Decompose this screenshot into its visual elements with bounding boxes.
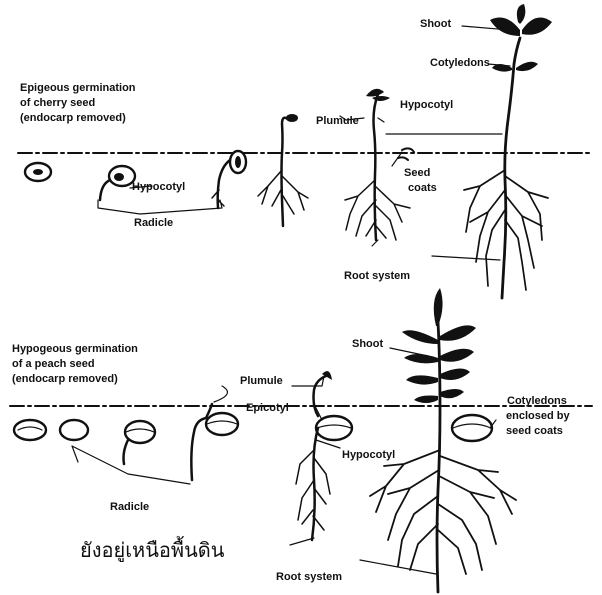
hypogeous-root-system-label: Root system [276,571,342,583]
hypogeous-hypocotyl-label: Hypocotyl [342,449,395,461]
cherry-seedling-stage-3 [212,151,246,208]
epigeous-root-system-label: Root system [344,270,410,282]
cherry-seedling-stage-4 [258,114,308,226]
cherry-seedling-stage-5 [345,89,414,240]
hypogeous-caption-line-1: Hypogeous germination [12,343,138,355]
cotyledons-enclosed-line-3: seed coats [506,425,563,437]
peach-seedling-stage-3 [191,404,238,480]
epigeous-caption-line-2: of cherry seed [20,97,95,109]
hypogeous-caption-line-3: (endocarp removed) [12,373,118,385]
epigeous-shoot-label: Shoot [420,18,451,30]
epigeous-plumule-label: Plumule [316,115,359,127]
peach-seedling-stage-2 [124,421,156,464]
seed-coats-label-line-2: coats [408,182,437,194]
cotyledons-label: Cotyledons [430,57,490,69]
cotyledons-enclosed-line-2: enclosed by [506,410,570,422]
peach-seed-stage-1b [60,420,88,440]
hypogeous-plumule-label: Plumule [240,375,283,387]
hypogeous-caption: Hypogeous germination of a peach seed (e… [12,343,141,385]
epicotyl-label: Epicotyl [246,402,289,414]
cotyledons-enclosed-label: Cotyledons enclosed by seed coats [506,395,573,437]
cotyledons-enclosed-line-1: Cotyledons [507,395,567,407]
hypogeous-shoot-label: Shoot [352,338,383,350]
hypogeous-radicle-label: Radicle [110,501,149,513]
epigeous-panel: Epigeous germination of cherry seed (end… [18,4,590,298]
epigeous-radicle-label: Radicle [134,217,173,229]
epigeous-caption-line-1: Epigeous germination [20,82,136,94]
epigeous-hypocotyl-label: Hypocotyl [400,99,453,111]
epigeous-caption-line-3: (endocarp removed) [20,112,126,124]
epigeous-hypocotyl-left-label: Hypocotyl [132,181,185,193]
cherry-seedling-stage-2 [100,166,135,200]
seed-coats-label: Seed coats [404,167,437,194]
peach-seedling-stage-5 [370,288,516,592]
seed-coats-label-line-1: Seed [404,167,430,179]
epigeous-caption: Epigeous germination of cherry seed (end… [20,82,139,124]
cherry-seedling-stage-6 [464,4,552,298]
thai-footer-text: ยังอยู่เหนือพื้นดิน [80,536,225,563]
hypogeous-caption-line-2: of a peach seed [12,358,95,370]
